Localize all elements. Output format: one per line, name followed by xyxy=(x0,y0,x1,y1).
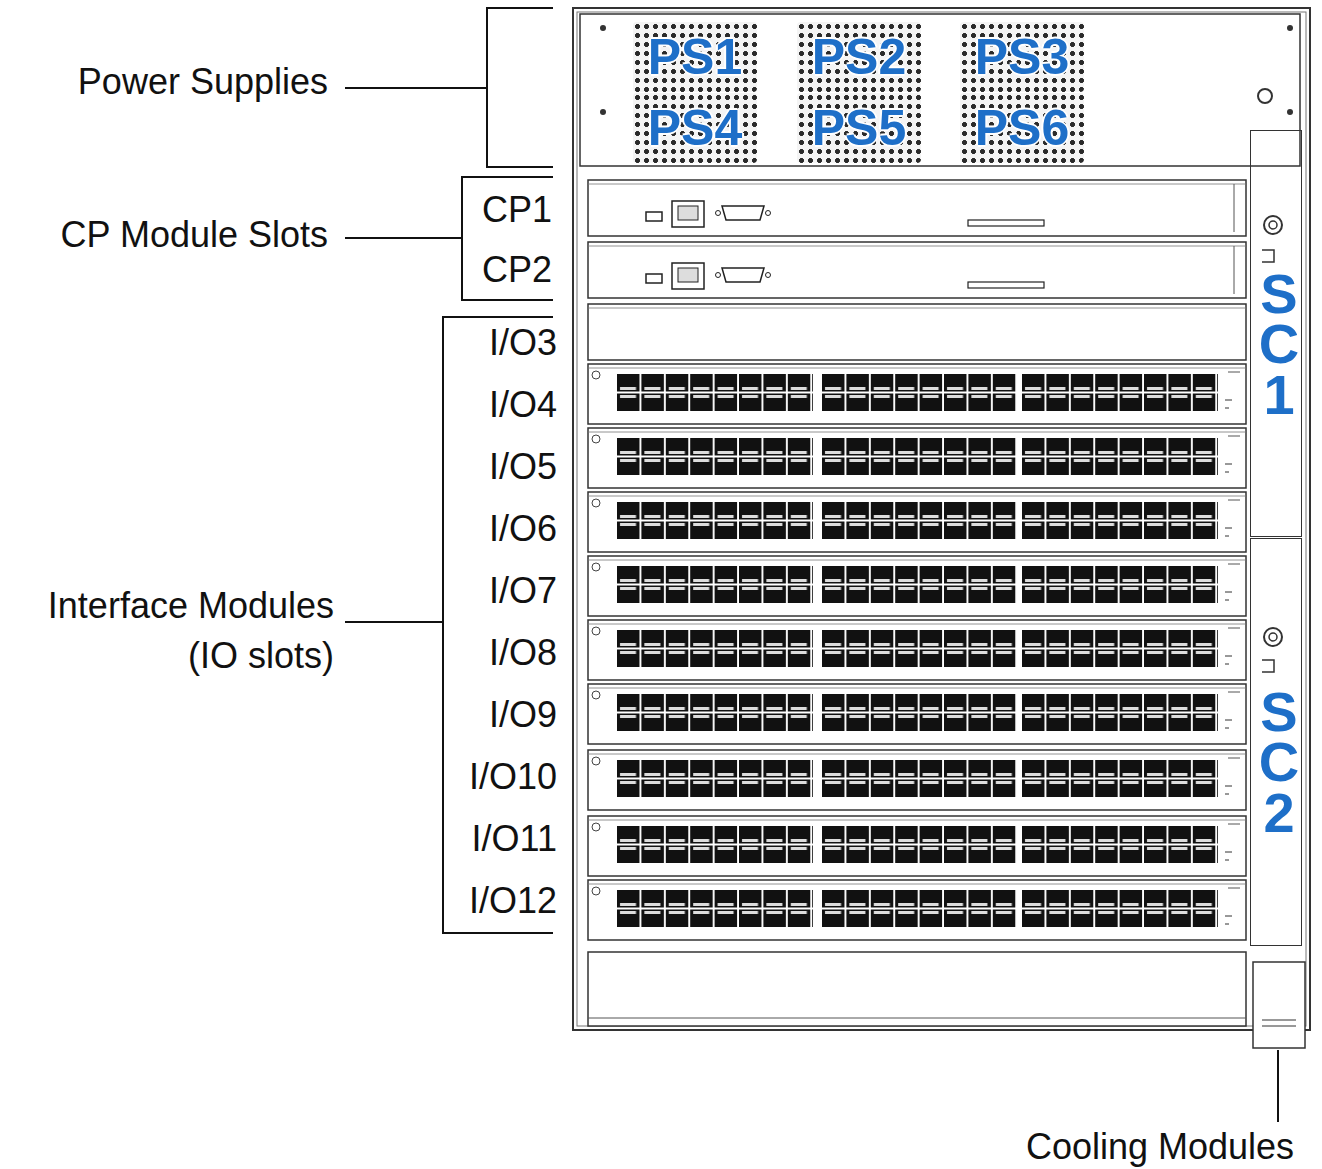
power-supply-label: PS6 xyxy=(975,103,1070,153)
power-supply-label: PS1 xyxy=(648,32,743,82)
power-supply-slot: PS3 xyxy=(960,22,1084,92)
power-supply-slot: PS2 xyxy=(797,22,921,92)
switch-card-panel: SC2 xyxy=(1250,538,1302,946)
power-supply-slot: PS1 xyxy=(633,22,757,92)
slot-label: I/O7 xyxy=(489,566,557,616)
switch-card-panel: SC1 xyxy=(1250,130,1302,537)
slot-label: CP2 xyxy=(482,245,552,295)
switch-card-label: SC2 xyxy=(1251,687,1307,838)
power-supply-slot: PS5 xyxy=(797,93,921,163)
slot-label: I/O8 xyxy=(489,628,557,678)
power-supply-label: PS2 xyxy=(812,32,907,82)
slot-label: I/O3 xyxy=(489,318,557,368)
callout-label: Interface Modules (IO slots) xyxy=(4,581,334,681)
slot-label: I/O11 xyxy=(472,814,557,864)
power-supply-label: PS5 xyxy=(812,103,907,153)
power-supply-slot: PS6 xyxy=(960,93,1084,163)
slot-label: I/O9 xyxy=(489,690,557,740)
callout-label: Power Supplies xyxy=(78,57,328,107)
slot-label: I/O6 xyxy=(489,504,557,554)
callout-label: Cooling Modules xyxy=(1026,1122,1294,1169)
power-supply-label: PS3 xyxy=(975,32,1070,82)
slot-label: I/O4 xyxy=(489,380,557,430)
slot-label: I/O12 xyxy=(469,876,557,926)
callout-label: CP Module Slots xyxy=(61,210,328,260)
power-supply-label: PS4 xyxy=(648,103,743,153)
slot-label: CP1 xyxy=(482,185,552,235)
switch-card-label: SC1 xyxy=(1251,269,1307,420)
slot-label: I/O10 xyxy=(469,752,557,802)
power-supply-slot: PS4 xyxy=(633,93,757,163)
slot-label: I/O5 xyxy=(489,442,557,492)
